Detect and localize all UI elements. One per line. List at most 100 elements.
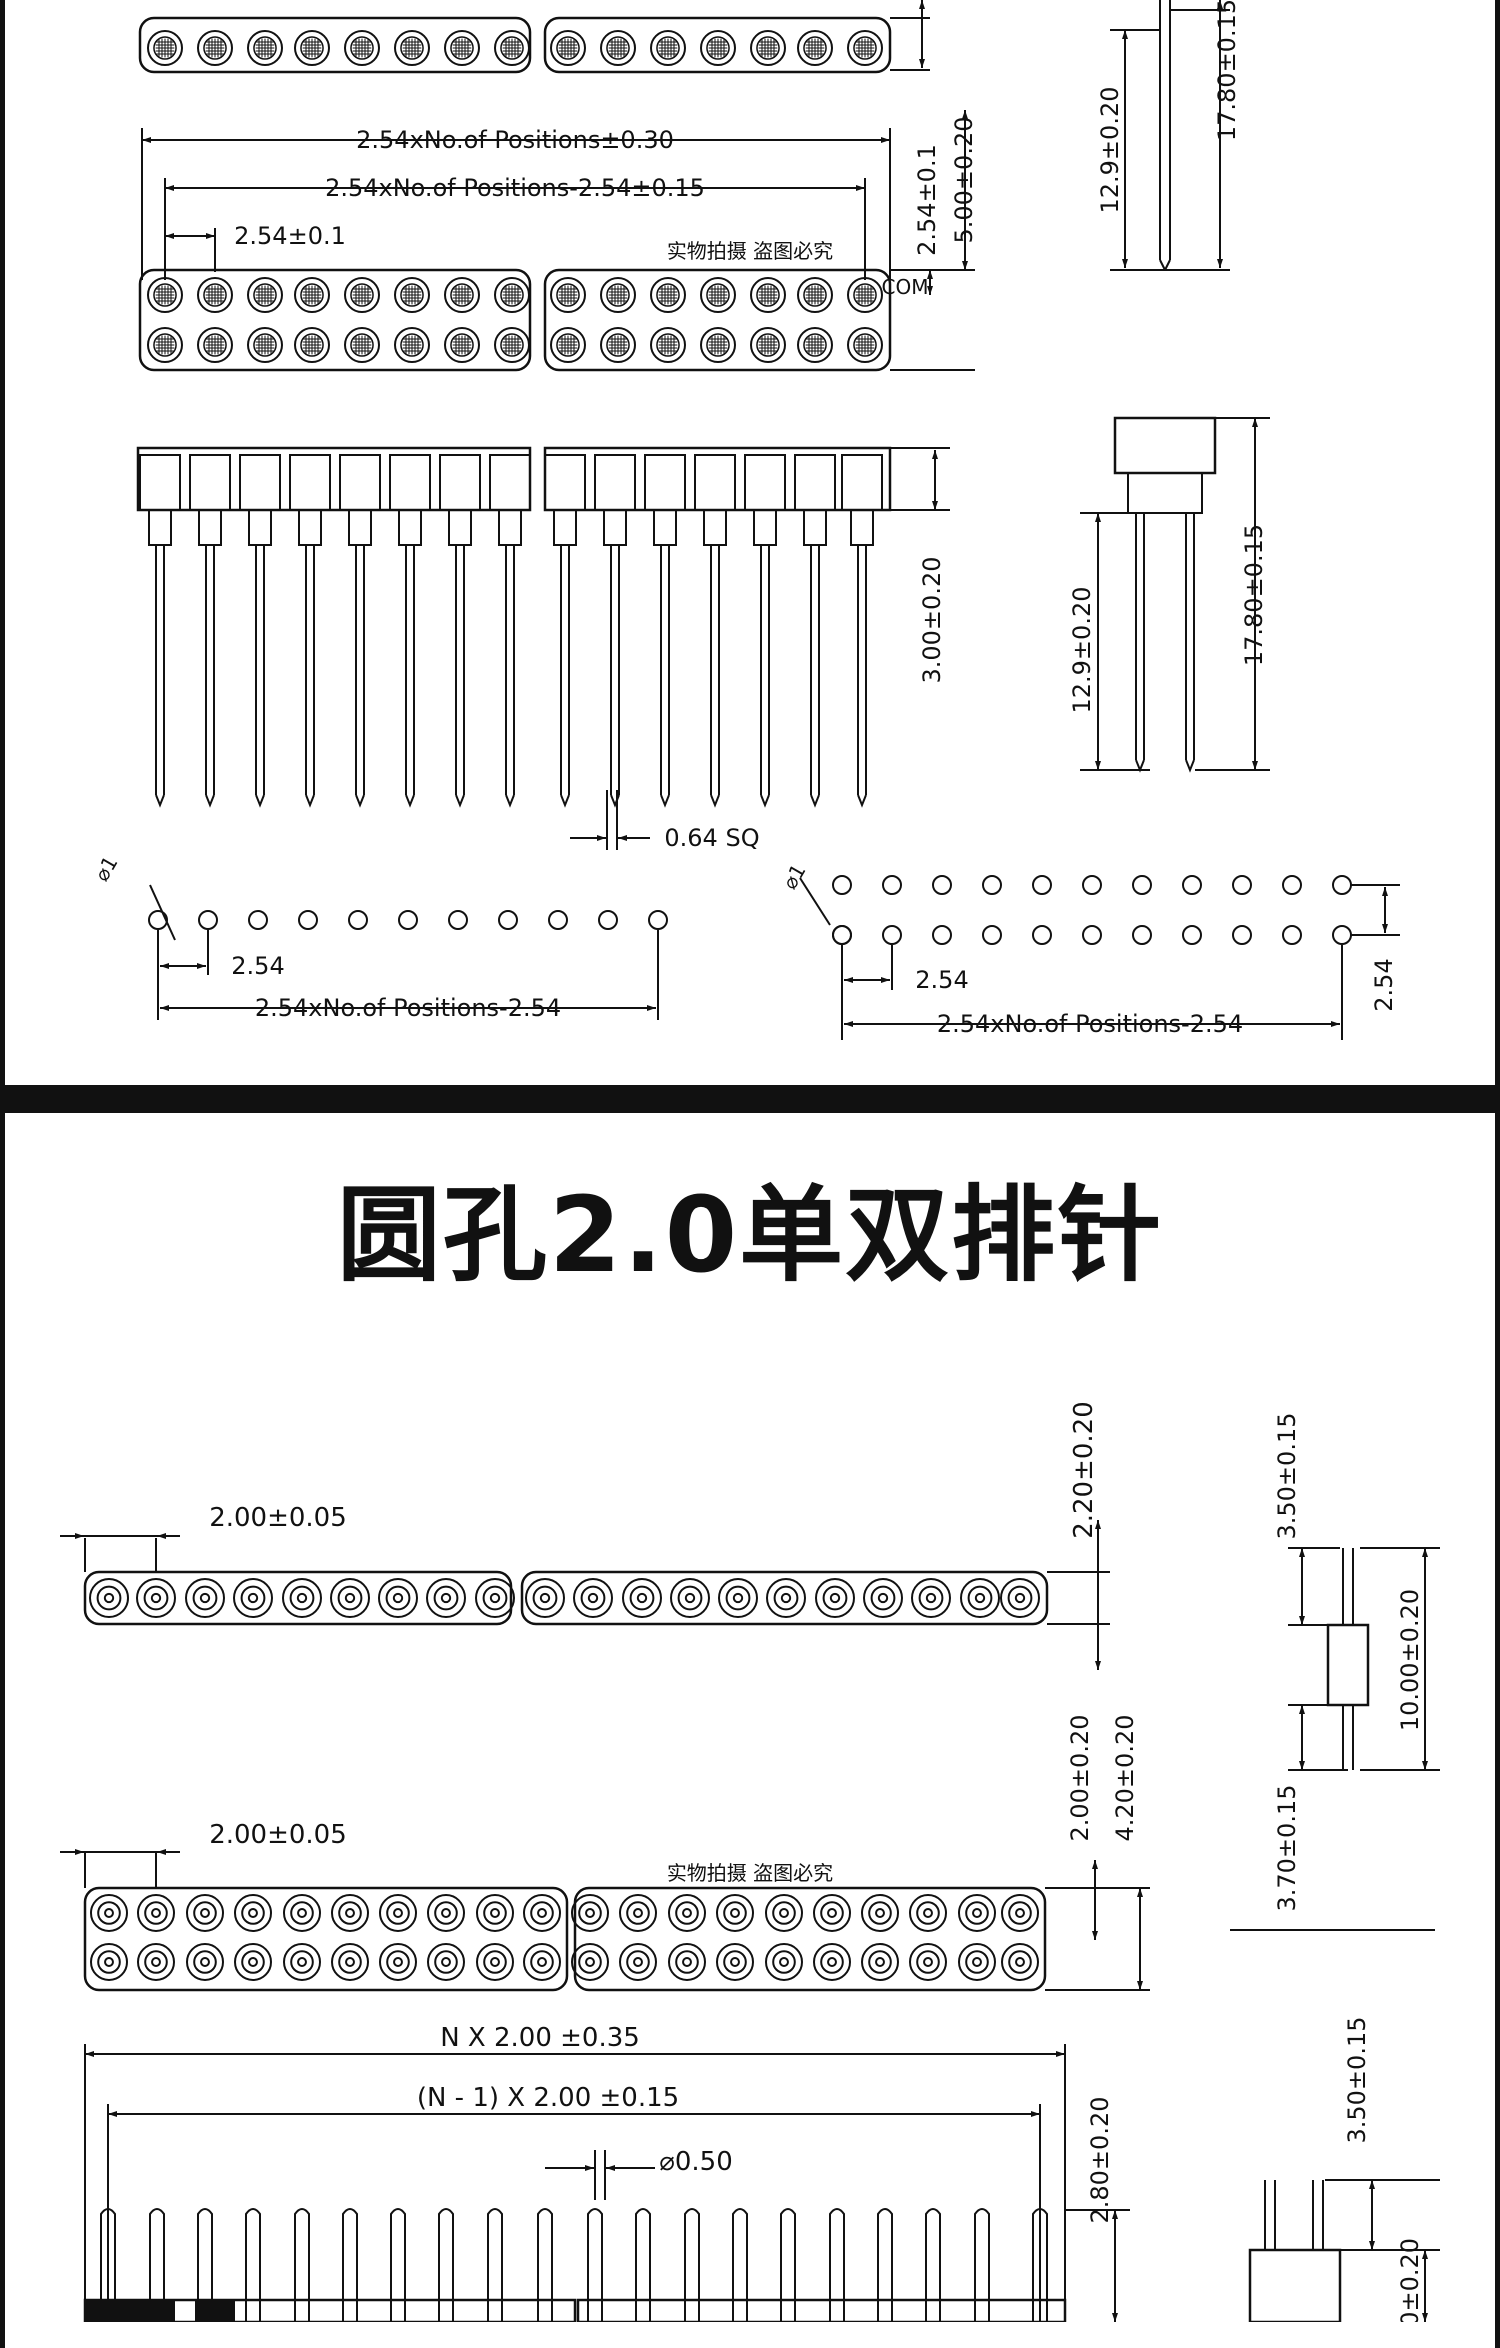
pcb-hole [932, 875, 952, 895]
hole-inner-ring [578, 1901, 602, 1925]
socket-hole [283, 1943, 321, 1981]
hole-outer-ring [550, 277, 586, 313]
hole-inner-ring [532, 1585, 558, 1611]
socket-hole [571, 1943, 609, 1981]
socket-hole [700, 327, 736, 363]
side2-body [1326, 1623, 1370, 1707]
hole-outer-ring [247, 327, 283, 363]
hole-center [827, 1957, 837, 1967]
pin-outline [438, 2208, 454, 2322]
dimension-label: 2.54±0.1 [913, 144, 941, 256]
dimension-label: 2.54xNo.of Positions-2.54 [255, 994, 561, 1022]
hole-outer-ring [330, 1578, 370, 1618]
hole-outer-ring [668, 1894, 706, 1932]
socket-hole [344, 327, 380, 363]
pin-neck [298, 509, 322, 546]
hole-inner-ring [530, 1901, 554, 1925]
front-pin [841, 454, 883, 808]
pcb-hole [832, 925, 852, 945]
pin-tip [255, 794, 265, 808]
hole-inner-ring [290, 1950, 314, 1974]
socket-hole [911, 1578, 951, 1618]
front2-pin [1032, 2208, 1048, 2322]
socket-hole [668, 1894, 706, 1932]
pcb-hole [1032, 875, 1052, 895]
hole-outer-ring [765, 1943, 803, 1981]
hole-center [248, 1908, 258, 1918]
hole-center [829, 1592, 841, 1604]
hole-inner-ring [153, 36, 177, 60]
pin-cup [239, 454, 281, 511]
front-pin [744, 454, 786, 808]
pin-neck [653, 509, 677, 546]
hole-center [345, 1957, 355, 1967]
hole-outer-ring [234, 1943, 272, 1981]
hole-center [440, 1592, 452, 1604]
socket-hole [147, 327, 183, 363]
hole-outer-ring [282, 1578, 322, 1618]
hole-center [827, 1908, 837, 1918]
double-row-strip-right [543, 268, 892, 372]
hole-outer-ring [185, 1578, 225, 1618]
hole-outer-ring [494, 30, 530, 66]
pin-outline [197, 2208, 213, 2322]
hole-outer-ring [650, 30, 686, 66]
socket-hole [1001, 1943, 1039, 1981]
pcb-hole [598, 910, 618, 930]
socket-hole [861, 1943, 899, 1981]
hole-outer-ring [622, 1578, 662, 1618]
front2-pin [100, 2208, 116, 2322]
front2-pin [587, 2208, 603, 2322]
socket-hole [523, 1894, 561, 1932]
pin-cup [694, 454, 736, 511]
hole-center [103, 1592, 115, 1604]
pin-outline [294, 2208, 310, 2322]
front-pin [644, 454, 686, 808]
dimension-label: 2.54xNo.of Positions-2.54±0.15 [325, 174, 705, 202]
hole-center [393, 1957, 403, 1967]
hole-inner-ring [143, 1585, 169, 1611]
socket-hole [147, 30, 183, 66]
socket-hole [1001, 1894, 1039, 1932]
hole-outer-ring [283, 1894, 321, 1932]
socket-hole [331, 1943, 369, 1981]
hole-outer-ring [283, 1943, 321, 1981]
hole-center [539, 1592, 551, 1604]
hole-inner-ring [300, 36, 324, 60]
hole-inner-ring [338, 1901, 362, 1925]
hole-inner-ring [656, 333, 680, 357]
socket-hole [197, 277, 233, 313]
dimension-label: 17.80±0.15 [1213, 0, 1241, 141]
socket-hole [344, 30, 380, 66]
pin-neck [148, 509, 172, 546]
front2-pin [877, 2208, 893, 2322]
side-neck [1127, 472, 1203, 514]
hole-center [780, 1592, 792, 1604]
hole-center [633, 1957, 643, 1967]
socket-hole [344, 277, 380, 313]
hole-outer-ring [90, 1943, 128, 1981]
hole-center [151, 1957, 161, 1967]
front-pin [594, 454, 636, 808]
front-pin [189, 454, 231, 808]
socket-hole [716, 1894, 754, 1932]
double-row-2mm-right [573, 1886, 1047, 1992]
pin-outline [149, 2208, 165, 2322]
hole-inner-ring [820, 1901, 844, 1925]
hole-inner-ring [756, 283, 780, 307]
socket-hole [185, 1578, 225, 1618]
hole-outer-ring [444, 277, 480, 313]
pcb-hole [1182, 875, 1202, 895]
pcb-hole [248, 910, 268, 930]
front2-body-fill [195, 2300, 235, 2322]
socket-hole [90, 1894, 128, 1932]
pcb-hole [1082, 875, 1102, 895]
pin-tip [505, 794, 515, 808]
socket-hole [186, 1943, 224, 1981]
hole-center [923, 1957, 933, 1967]
hole-center [490, 1908, 500, 1918]
hole-outer-ring [797, 327, 833, 363]
socket-hole [797, 30, 833, 66]
dimension-label: 10.00±0.20 [1396, 1589, 1424, 1731]
hole-center [345, 1908, 355, 1918]
